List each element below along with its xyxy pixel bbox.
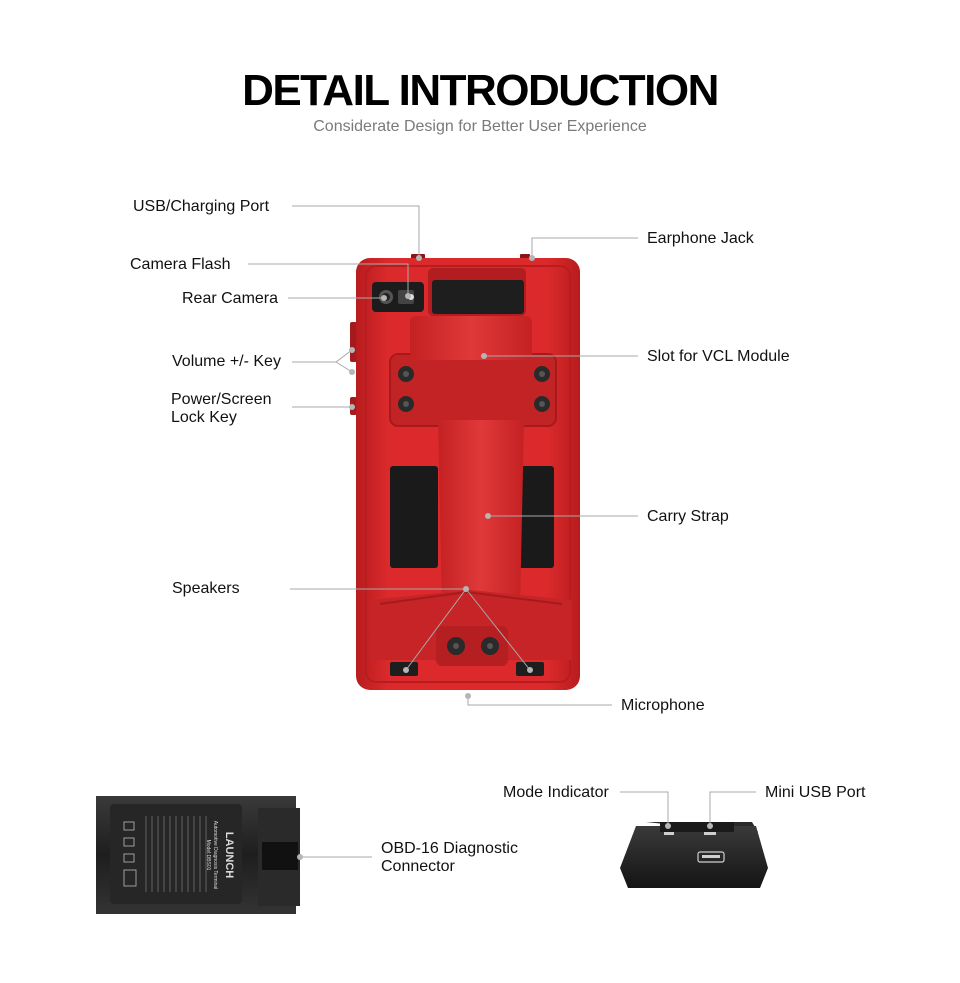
obd-brand-text: LAUNCH bbox=[223, 832, 235, 878]
label-microphone: Microphone bbox=[621, 697, 705, 714]
label-speakers: Speakers bbox=[172, 580, 240, 597]
label-power-key-line1: Power/Screen bbox=[171, 391, 272, 408]
obd-product-text: Automotive Diagnosis Terminal bbox=[212, 821, 218, 890]
label-carry-strap: Carry Strap bbox=[647, 508, 729, 525]
obd-leader bbox=[297, 854, 372, 860]
label-obd-line2: Connector bbox=[381, 858, 455, 875]
device-back bbox=[350, 254, 580, 690]
volume-key bbox=[350, 322, 357, 362]
label-obd-line1: OBD-16 Diagnostic bbox=[381, 840, 518, 857]
label-mini-usb-port: Mini USB Port bbox=[765, 784, 866, 801]
obd-connector: LAUNCH Automotive Diagnosis Terminal Mod… bbox=[96, 796, 300, 914]
mini-module bbox=[620, 822, 768, 888]
mini-leaders bbox=[620, 791, 756, 826]
label-power-key-line2: Lock Key bbox=[171, 409, 237, 426]
label-rear-camera: Rear Camera bbox=[182, 290, 279, 307]
label-earphone-jack: Earphone Jack bbox=[647, 230, 754, 247]
carry-strap bbox=[438, 420, 524, 610]
leader-dots bbox=[349, 255, 535, 699]
label-slot-vcl: Slot for VCL Module bbox=[647, 348, 790, 365]
speaker-left bbox=[390, 466, 438, 568]
label-camera-flash: Camera Flash bbox=[130, 256, 231, 273]
leader-lines bbox=[248, 205, 638, 706]
obd-model-text: Model:DBS01 bbox=[205, 840, 211, 871]
label-mode-indicator: Mode Indicator bbox=[503, 784, 609, 801]
mode-indicator-icon bbox=[664, 832, 674, 835]
label-volume-key: Volume +/- Key bbox=[172, 353, 281, 370]
obd-pins bbox=[262, 842, 298, 870]
page-subtitle: Considerate Design for Better User Exper… bbox=[313, 118, 647, 135]
label-usb-charging-port: USB/Charging Port bbox=[133, 198, 270, 215]
page-title: DETAIL INTRODUCTION bbox=[242, 66, 719, 115]
vcl-module-slot bbox=[432, 280, 524, 314]
mini-usb-port-icon bbox=[697, 851, 725, 863]
